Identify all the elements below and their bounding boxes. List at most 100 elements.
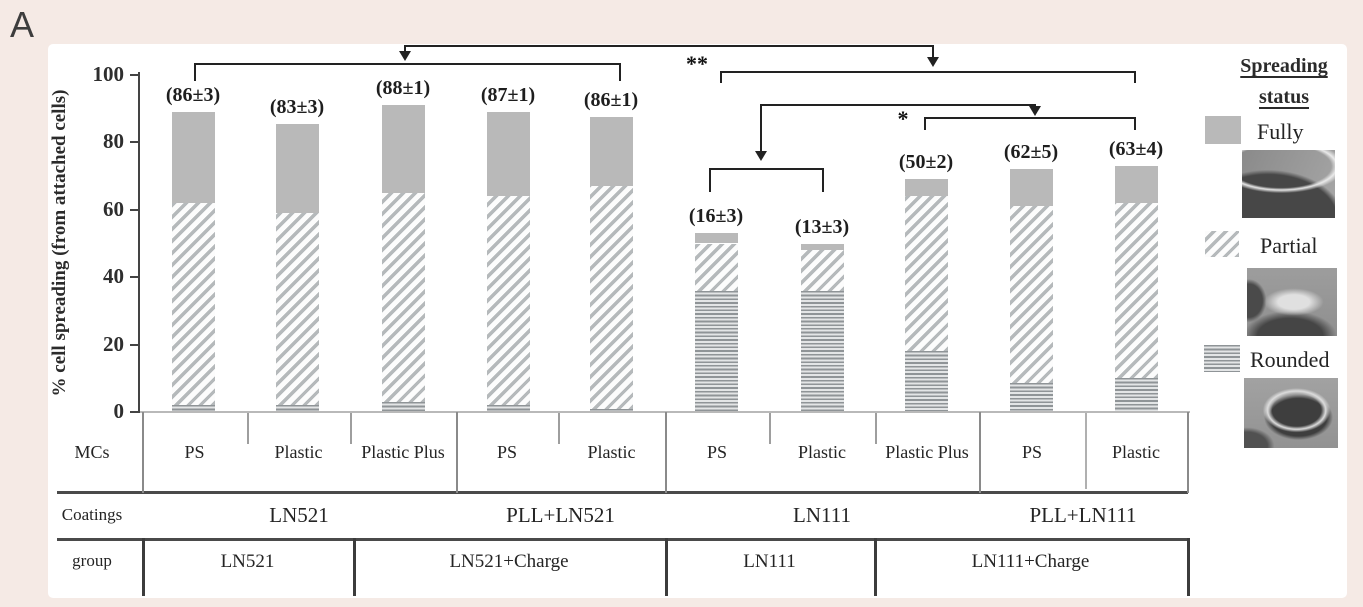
bar-segment-partial <box>381 192 425 402</box>
legend-label-rounded: Rounded <box>1250 347 1330 372</box>
bar-annotation: (83±3) <box>269 95 325 118</box>
mcs-cell: Plastic <box>274 442 323 462</box>
bar-segment-partial <box>486 196 530 406</box>
significance-bracket-tick <box>720 71 722 83</box>
bar-segment-partial <box>904 196 948 352</box>
legend-swatch-rounded-icon <box>1204 345 1240 372</box>
bar-segment-fully <box>904 179 948 197</box>
significance-bracket-tick <box>619 63 621 81</box>
table-column-border <box>665 412 667 493</box>
bar-segment-partial <box>694 243 738 291</box>
significance-bracket-tick <box>709 168 711 192</box>
y-tick-label: 100 <box>92 62 125 86</box>
table-column-border <box>142 412 144 493</box>
group-row-divider <box>142 538 145 596</box>
bar-segment-partial <box>1114 203 1158 379</box>
y-axis-line <box>138 72 140 413</box>
legend-label-fully: Fully <box>1257 119 1304 144</box>
y-tick-mark <box>130 411 139 413</box>
coatings-cell: PLL+LN111 <box>1029 503 1137 527</box>
bar-segment-fully <box>171 112 215 204</box>
table-heavy-rule <box>57 538 1188 541</box>
group-row-divider <box>665 538 668 596</box>
mcs-cell: Plastic <box>798 442 846 462</box>
micrograph-fully-spread-cell <box>1242 150 1335 218</box>
group-row-divider <box>874 538 877 596</box>
mcs-cell: Plastic Plus <box>885 442 969 462</box>
y-tick-mark <box>130 208 139 211</box>
group-cell: LN521 <box>220 551 275 572</box>
table-column-border <box>979 412 981 493</box>
bar-segment-fully <box>800 243 844 251</box>
significance-bracket-line <box>925 117 1135 119</box>
table-column-tick <box>875 413 877 444</box>
bar-annotation: (86±3) <box>165 84 221 107</box>
micrograph-partially-spread-cell <box>1247 268 1337 336</box>
table-column-border <box>1187 412 1189 493</box>
bar-annotation: (87±1) <box>480 84 536 107</box>
group-cell: LN521+Charge <box>449 551 569 572</box>
bar-annotation: (88±1) <box>375 77 431 100</box>
mcs-cell: Plastic <box>1112 442 1160 462</box>
group-row-divider <box>1187 538 1190 596</box>
panel-letter: A <box>10 4 35 45</box>
arrowhead-down-icon <box>927 57 939 67</box>
bar-annotation: (50±2) <box>898 151 954 174</box>
table-column-tick <box>350 413 352 444</box>
bar-annotation: (16±3) <box>688 205 744 228</box>
coatings-cell: PLL+LN521 <box>506 503 615 527</box>
y-tick-label: 20 <box>103 331 124 356</box>
significance-double-asterisk: ** <box>686 51 708 76</box>
significance-bracket-tick <box>822 168 824 192</box>
table-column-tick <box>247 413 249 444</box>
micrograph-rounded-cell <box>1244 378 1338 448</box>
bar-annotation: (62±5) <box>1003 141 1059 164</box>
bar-segment-partial <box>589 186 633 409</box>
legend-title-line1: Spreading <box>1240 55 1328 77</box>
bar-segment-rounded <box>800 290 844 412</box>
arrowhead-down-icon <box>399 51 411 61</box>
table-heavy-rule <box>57 491 1188 494</box>
table-column-tick <box>769 413 771 444</box>
bar-segment-partial <box>800 250 844 291</box>
y-tick-mark <box>130 343 139 346</box>
significance-bracket-line <box>710 168 823 170</box>
group-row-divider <box>353 538 356 596</box>
mcs-cell: Plastic <box>587 442 636 462</box>
arrowhead-down-icon <box>755 151 767 161</box>
arrowhead-down-icon <box>1029 106 1041 116</box>
coatings-cell: LN111 <box>793 503 851 527</box>
bar-segment-rounded <box>171 405 215 412</box>
significance-bracket-tick <box>1134 71 1136 83</box>
significance-bracket-line <box>405 45 933 47</box>
y-tick-label: 40 <box>103 264 124 289</box>
bar-segment-fully <box>486 112 530 197</box>
bar-segment-fully <box>1114 165 1158 204</box>
bar-segment-fully <box>381 105 425 193</box>
table-column-border <box>456 412 458 493</box>
bar-segment-rounded <box>1114 378 1158 412</box>
bar-segment-rounded <box>1009 383 1053 412</box>
significance-bracket-tick <box>404 45 406 52</box>
significance-bracket-tick <box>760 104 762 151</box>
significance-bracket-line <box>195 63 620 65</box>
y-tick-label: 80 <box>103 129 124 154</box>
bar-annotation: (63±4) <box>1108 137 1164 160</box>
row-label-mcs: MCs <box>74 442 110 462</box>
significance-bracket-line <box>721 71 1135 73</box>
bar-segment-partial <box>171 203 215 406</box>
row-label-group: group <box>72 551 112 570</box>
bar-segment-rounded <box>381 401 425 412</box>
y-tick-label: 60 <box>103 196 124 221</box>
significance-bracket-tick <box>924 117 926 130</box>
bar-segment-rounded <box>486 405 530 412</box>
bar-segment-rounded <box>694 290 738 412</box>
table-column-tick <box>1085 413 1087 489</box>
mcs-cell: PS <box>706 442 728 462</box>
bar-segment-fully <box>694 233 738 244</box>
y-axis-title: % cell spreading (from attached cells) <box>49 89 70 397</box>
legend-swatch-partial-icon <box>1205 231 1239 257</box>
y-tick-mark <box>130 276 139 279</box>
bar-annotation: (86±1) <box>583 89 639 112</box>
